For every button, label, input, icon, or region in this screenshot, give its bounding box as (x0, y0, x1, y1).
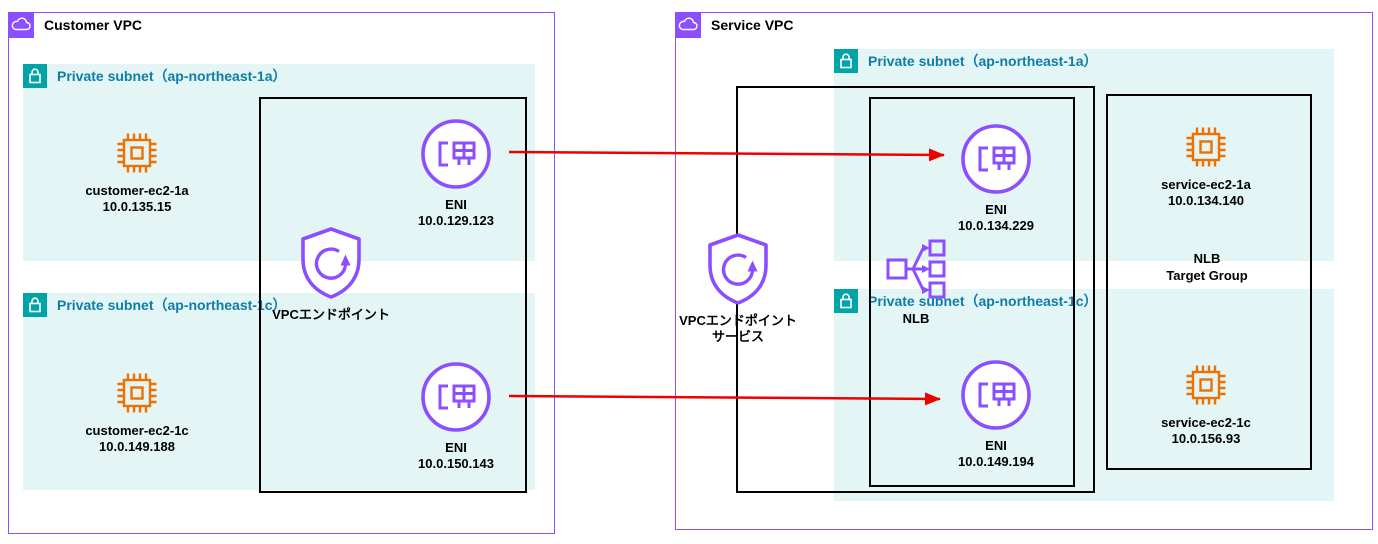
service-private-subnet-1c: Private subnet（ap-northeast-1c） (834, 289, 1334, 501)
subnet-header: Private subnet（ap-northeast-1c） (23, 293, 287, 317)
customer-eni-1c-node: ENI 10.0.150.143 (396, 360, 516, 473)
node-name: customer-ec2-1c (85, 423, 189, 438)
ec2-instance-icon (113, 129, 161, 177)
customer-eni-1a-node: ENI 10.0.129.123 (396, 117, 516, 230)
nlb-target-group-container (1106, 94, 1312, 470)
node-name: customer-ec2-1a (85, 183, 189, 198)
service-ec2-1a-node: service-ec2-1a 10.0.134.140 (1146, 123, 1266, 210)
vpc-endpoint-node: VPCエンドポイント (256, 225, 406, 323)
service-subnet-1c-label: Private subnet（ap-northeast-1c） (868, 293, 1098, 309)
private-subnet-lock-icon (834, 289, 858, 313)
service-ec2-1c-node: service-ec2-1c 10.0.156.93 (1146, 361, 1266, 448)
node-name: VPCエンドポイント (679, 313, 797, 328)
ec2-instance-icon (1182, 361, 1230, 409)
node-name-line2: サービス (711, 329, 764, 345)
service-vpc-group: Service VPC Private subnet（ap-northeast-… (675, 12, 1373, 530)
vpc-cloud-icon (675, 12, 701, 38)
vpc-endpoint-icon (293, 225, 369, 301)
node-ip: 10.0.134.140 (1168, 193, 1244, 209)
node-ip: 10.0.149.188 (99, 439, 175, 455)
node-name: service-ec2-1a (1161, 177, 1251, 192)
vpc-endpoint-enis-container (259, 97, 527, 493)
ec2-instance-icon (1182, 123, 1230, 171)
eni-icon (419, 117, 493, 191)
subnet-header: Private subnet（ap-northeast-1a） (834, 49, 1098, 73)
customer-vpc-title: Customer VPC (44, 17, 143, 33)
node-name: ENI (445, 197, 467, 212)
node-ip: 10.0.156.93 (1171, 431, 1241, 447)
eni-icon (959, 358, 1033, 432)
node-ip: 10.0.149.194 (958, 454, 1034, 470)
vpc-endpoint-service-icon (700, 231, 776, 307)
node-ip: 10.0.134.229 (958, 218, 1034, 234)
subnet-header: Private subnet（ap-northeast-1a） (23, 64, 287, 88)
node-name: VPCエンドポイント (272, 307, 390, 322)
nlb-enis-container (869, 97, 1075, 487)
node-name: ENI (985, 438, 1007, 453)
node-name: ENI (985, 202, 1007, 217)
node-name: NLB (902, 311, 930, 326)
target-group-label-line1: NLB (1193, 251, 1221, 266)
vpc-endpoint-service-node: VPCエンドポイント サービス (663, 231, 813, 346)
customer-ec2-1c-node: customer-ec2-1c 10.0.149.188 (77, 369, 197, 456)
node-name: ENI (445, 440, 467, 455)
customer-subnet-1a-label: Private subnet（ap-northeast-1a） (57, 68, 287, 84)
eni-icon (959, 122, 1033, 196)
eni-icon (419, 360, 493, 434)
node-ip: 10.0.150.143 (418, 456, 494, 472)
service-vpc-header: Service VPC (675, 12, 794, 38)
vpc-cloud-icon (8, 12, 34, 38)
private-subnet-lock-icon (23, 64, 47, 88)
private-subnet-lock-icon (834, 49, 858, 73)
nlb-node: NLB (880, 233, 952, 327)
node-ip: 10.0.135.15 (102, 199, 172, 215)
subnet-header: Private subnet（ap-northeast-1c） (834, 289, 1098, 313)
customer-subnet-1c-label: Private subnet（ap-northeast-1c） (57, 297, 287, 313)
service-eni-1c-node: ENI 10.0.149.194 (936, 358, 1056, 471)
service-vpc-title: Service VPC (711, 17, 794, 33)
node-ip: 10.0.129.123 (418, 213, 494, 229)
node-name: service-ec2-1c (1161, 415, 1251, 430)
service-eni-1a-node: ENI 10.0.134.229 (936, 122, 1056, 235)
private-subnet-lock-icon (23, 293, 47, 317)
nlb-target-group-label: NLB Target Group (1106, 251, 1308, 285)
nlb-icon (880, 233, 952, 305)
service-subnet-1a-label: Private subnet（ap-northeast-1a） (868, 53, 1098, 69)
customer-vpc-group: Customer VPC Private subnet（ap-northeast… (8, 12, 555, 534)
customer-vpc-header: Customer VPC (8, 12, 142, 38)
customer-ec2-1a-node: customer-ec2-1a 10.0.135.15 (77, 129, 197, 216)
ec2-instance-icon (113, 369, 161, 417)
target-group-label-line2: Target Group (1166, 267, 1248, 283)
